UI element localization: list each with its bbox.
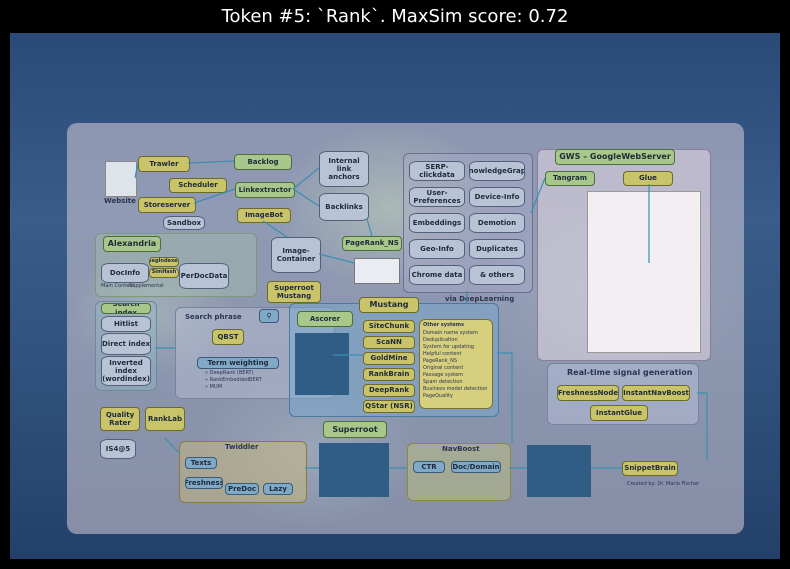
website-icon: [105, 161, 137, 197]
other-system-2: System for updating: [423, 344, 474, 350]
inverted-index-cylinder: Inverted index (wordindex): [101, 356, 151, 386]
credit-label: Created by: Dr. Mario Fischer: [627, 481, 700, 487]
serp-preview: [587, 191, 701, 353]
mustang-item-sitechunk: SiteChunk: [363, 320, 415, 333]
other-system-4: PageRank_NS: [423, 358, 458, 364]
dl-item-duplicates: Duplicates: [469, 239, 525, 259]
dl-item-demotion: Demotion: [469, 213, 525, 233]
other-system-6: Passage system: [423, 372, 464, 378]
sandbox-cylinder: Sandbox: [163, 216, 205, 230]
is4s5-cylinder: IS4@5: [100, 439, 136, 459]
deeprank-line-2: » RankEmbeddedBERT: [205, 377, 262, 383]
other-system-3: Helpful content: [423, 351, 462, 357]
twiddler-lazy: Lazy: [263, 483, 293, 495]
dl-item-user-preferences: User-Preferences: [409, 187, 465, 207]
realtime-title: Real-time signal generation: [567, 368, 693, 377]
navboost-title: NavBoost: [442, 445, 480, 453]
deeprank-line-1: » DeepRank (BERT): [205, 370, 254, 376]
other-system-7: Spam detection: [423, 379, 463, 385]
other-system-8: Business model detection: [423, 386, 488, 392]
dl-item-geo-info: Geo-Info: [409, 239, 465, 259]
navboost-ctr: CTR: [413, 461, 445, 473]
mustang-item-goldmine: GoldMine: [363, 352, 415, 365]
mustang-item-scann: ScaNN: [363, 336, 415, 349]
mustang-item-deeprank: DeepRank: [363, 384, 415, 397]
superroot-mustang-box: Superroot Mustang: [267, 281, 321, 303]
website-label: Website: [104, 197, 136, 205]
superroot-title: Superroot: [323, 421, 387, 438]
docinfo-cylinder: DocInfo: [101, 263, 149, 283]
segindexer-box: SegIndexer: [149, 257, 179, 267]
attention-heatmap: Website Trawler Scheduler Storeserver Sa…: [10, 33, 780, 559]
imagebot-box: ImageBot: [237, 208, 291, 223]
navboost-doc-domain: Doc/Domain: [451, 461, 501, 473]
perdocdata-cylinder: PerDocData: [179, 263, 229, 289]
instantglue-box: InstantGlue: [590, 405, 648, 421]
dl-item-embeddings: Embeddings: [409, 213, 465, 233]
other-systems-title: Other systems: [423, 322, 464, 328]
qbst-box: QBST: [212, 329, 244, 345]
search-phrase-label: Search phrase: [185, 313, 242, 321]
other-systems-panel: Other systems Domain name system Dedupli…: [419, 319, 493, 409]
main-content-label: Main Content: [101, 283, 135, 289]
mustang-item-rankbrain: RankBrain: [363, 368, 415, 381]
mustang-title: Mustang: [359, 297, 419, 313]
ranklab-box: RankLab: [145, 407, 185, 431]
final-result-card: [527, 445, 591, 497]
ascorer-box: Ascorer: [297, 311, 353, 327]
mustang-item-qstar: QStar (NSR): [363, 400, 415, 413]
image-container-cylinder: Image-Container: [271, 237, 321, 273]
instantnavboost-box: InstantNavBoost: [622, 385, 690, 401]
backlinks-cylinder: Backlinks: [319, 193, 369, 221]
alexandria-title: Alexandria: [103, 236, 161, 252]
other-system-5: Original content: [423, 365, 464, 371]
snippetbrain-box: SnippetBrain: [622, 461, 678, 476]
term-weighting-box: Term weighting: [197, 357, 279, 369]
simhash-box: SimHash: [149, 268, 179, 278]
twiddler-predoc: PreDoc: [225, 483, 259, 495]
pagerank-ns-box: PageRank_NS: [342, 236, 402, 251]
dl-item-knowledgegraph: KnowledgeGraph: [469, 161, 525, 181]
twiddler-freshness: Freshness: [185, 477, 223, 489]
image-thumbnail-icon: [354, 258, 400, 284]
freshnessnode-box: FreshnessNode: [557, 385, 619, 401]
other-system-9: PageQuality: [423, 393, 453, 399]
scheduler-box: Scheduler: [169, 178, 227, 193]
twiddler-texts: Texts: [185, 457, 217, 469]
dl-item-others: & others: [469, 265, 525, 285]
dl-item-device-info: Device-Info: [469, 187, 525, 207]
twiddler-title: Twiddler: [225, 443, 259, 451]
dl-item-chrome-data: Chrome data: [409, 265, 465, 285]
deeplearning-label: via DeepLearning: [445, 295, 515, 303]
backlog-box: Backlog: [234, 154, 292, 170]
dl-item-serp-clickdata: SERP-clickdata: [409, 161, 465, 181]
linkextractor-box: Linkextractor: [235, 182, 295, 198]
result-list-card: [295, 333, 349, 395]
tangram-box: Tangram: [545, 171, 595, 186]
diagram-card: Website Trawler Scheduler Storeserver Sa…: [67, 123, 744, 534]
other-system-1: Deduplication: [423, 337, 458, 343]
other-system-0: Domain name system: [423, 330, 478, 336]
direct-index-cylinder: Direct index: [101, 333, 151, 355]
quality-rater-box: Quality Rater: [100, 407, 140, 431]
trawler-box: Trawler: [138, 156, 190, 172]
page-title: Token #5: `Rank`. MaxSim score: 0.72: [221, 6, 569, 27]
search-index-title: Search index: [101, 303, 151, 314]
gws-title: GWS – GoogleWebServer: [555, 149, 675, 165]
hitlist-cylinder: Hitlist: [101, 316, 151, 332]
supplemental-label: Supplemental: [129, 283, 164, 289]
internal-link-anchors-cylinder: Internal link anchors: [319, 151, 369, 187]
search-icon: ⚲: [259, 309, 279, 323]
deeprank-line-3: » MUM: [205, 384, 222, 390]
superroot-result-card: [319, 443, 389, 497]
glue-box: Glue: [623, 171, 673, 186]
storeserver-box: Storeserver: [138, 197, 196, 213]
